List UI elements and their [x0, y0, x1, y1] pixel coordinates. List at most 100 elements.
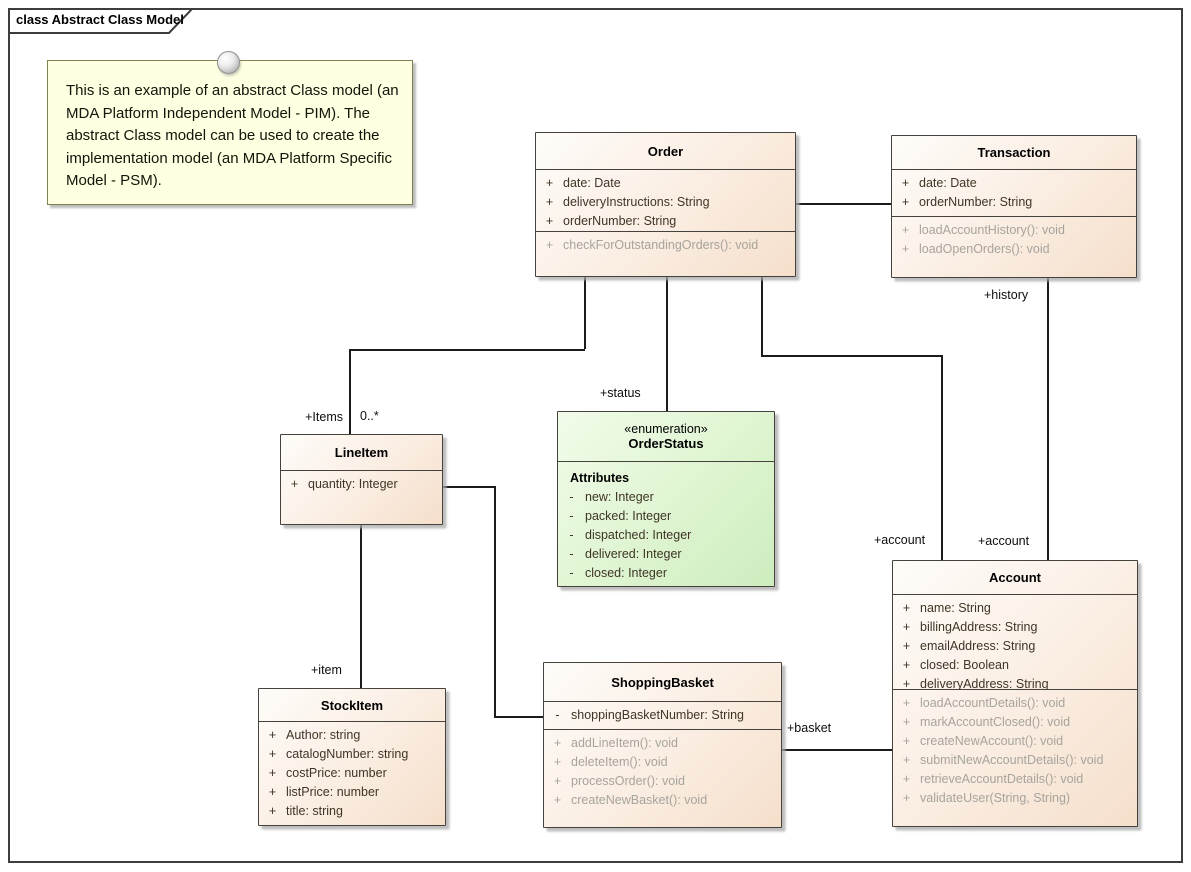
attribute-text: packed: Integer	[585, 509, 672, 523]
operations-compartment: + loadAccountHistory(): void + loadOpenO…	[892, 216, 1136, 277]
visibility: +	[902, 601, 911, 615]
attribute-row: + emailAddress: String	[893, 637, 1137, 656]
visibility: -	[569, 490, 574, 504]
visibility: +	[268, 728, 277, 742]
operation-row: + loadAccountHistory(): void	[892, 221, 1136, 240]
attribute-row: - new: Integer	[558, 488, 774, 507]
frame-tab	[8, 8, 195, 34]
attribute-text: billingAddress: String	[920, 620, 1038, 634]
attribute-row: + orderNumber: String	[536, 212, 795, 231]
visibility: +	[290, 477, 299, 491]
attribute-text: emailAddress: String	[920, 639, 1036, 653]
visibility: -	[569, 566, 574, 580]
operation-text: processOrder(): void	[571, 774, 685, 788]
attribute-row: + quantity: Integer	[281, 475, 442, 494]
operation-row: + addLineItem(): void	[544, 734, 781, 753]
visibility: +	[902, 772, 911, 786]
attribute-row: + billingAddress: String	[893, 618, 1137, 637]
operation-text: loadAccountDetails(): void	[920, 696, 1066, 710]
attribute-text: name: String	[920, 601, 991, 615]
operation-text: markAccountClosed(): void	[920, 715, 1071, 729]
visibility: +	[902, 639, 911, 653]
class-stockitem[interactable]: StockItem + Author: string + catalogNumb…	[258, 688, 446, 826]
attribute-row: + orderNumber: String	[892, 193, 1136, 212]
attribute-text: closed: Boolean	[920, 658, 1009, 672]
attribute-row: + Author: string	[259, 726, 445, 745]
visibility: +	[545, 214, 554, 228]
visibility: +	[545, 176, 554, 190]
visibility: +	[902, 696, 911, 710]
attribute-text: listPrice: number	[286, 785, 380, 799]
attribute-text: orderNumber: String	[563, 214, 677, 228]
visibility: +	[902, 753, 911, 767]
class-transaction[interactable]: Transaction + date: Date + orderNumber: …	[891, 135, 1137, 278]
class-name: StockItem	[320, 697, 384, 713]
attribute-row: - packed: Integer	[558, 507, 774, 526]
operation-row: + processOrder(): void	[544, 772, 781, 791]
attributes-heading: Attributes	[570, 471, 630, 485]
attribute-text: quantity: Integer	[308, 477, 398, 491]
attribute-text: closed: Integer	[585, 566, 667, 580]
visibility: +	[268, 747, 277, 761]
class-account[interactable]: Account + name: String + billingAddress:…	[892, 560, 1138, 827]
attribute-row: - dispatched: Integer	[558, 526, 774, 545]
operation-text: createNewAccount(): void	[920, 734, 1064, 748]
operation-text: retrieveAccountDetails(): void	[920, 772, 1084, 786]
class-name: OrderStatus	[628, 436, 704, 451]
attribute-row: + closed: Boolean	[893, 656, 1137, 675]
attribute-row: + catalogNumber: string	[259, 745, 445, 764]
visibility: -	[569, 528, 574, 542]
attribute-row: + deliveryAddress: String	[893, 675, 1137, 689]
attribute-row: + date: Date	[536, 174, 795, 193]
attributes-compartment: + name: String + billingAddress: String …	[893, 594, 1137, 689]
role-label-basket: +basket	[787, 721, 832, 735]
stereotype-label: «enumeration»	[624, 422, 708, 436]
visibility: +	[902, 620, 911, 634]
visibility: +	[553, 793, 562, 807]
role-label-items: +Items	[305, 410, 343, 424]
visibility: +	[268, 804, 277, 818]
class-order[interactable]: Order + date: Date + deliveryInstruction…	[535, 132, 796, 277]
attribute-text: date: Date	[563, 176, 621, 190]
diagram-frame	[8, 8, 1183, 863]
operation-row: + createNewAccount(): void	[893, 732, 1137, 751]
visibility: +	[902, 734, 911, 748]
pushpin-icon	[217, 51, 240, 74]
attributes-compartment: + Author: string + catalogNumber: string…	[259, 721, 445, 825]
operation-row: + deleteItem(): void	[544, 753, 781, 772]
operation-row: + loadOpenOrders(): void	[892, 240, 1136, 259]
visibility: +	[268, 785, 277, 799]
visibility: +	[553, 774, 562, 788]
role-label-history: +history	[984, 288, 1029, 302]
attribute-row: + name: String	[893, 599, 1137, 618]
visibility: +	[902, 715, 911, 729]
attributes-compartment: Attributes - new: Integer - packed: Inte…	[558, 461, 774, 586]
visibility: +	[901, 195, 910, 209]
visibility: +	[268, 766, 277, 780]
class-name: LineItem	[334, 445, 389, 460]
visibility: +	[545, 238, 554, 252]
operation-text: checkForOutstandingOrders(): void	[563, 238, 759, 252]
class-name: Transaction	[977, 145, 1051, 160]
attribute-text: Author: string	[286, 728, 361, 742]
visibility: +	[901, 242, 910, 256]
class-shoppingbasket[interactable]: ShoppingBasket - shoppingBasketNumber: S…	[543, 662, 782, 828]
class-orderstatus[interactable]: «enumeration» OrderStatus Attributes - n…	[557, 411, 775, 587]
note-element[interactable]: This is an example of an abstract Class …	[47, 60, 413, 205]
visibility: +	[902, 658, 911, 672]
operations-compartment: + addLineItem(): void + deleteItem(): vo…	[544, 729, 781, 827]
operation-row: + checkForOutstandingOrders(): void	[536, 236, 795, 255]
operation-row: + markAccountClosed(): void	[893, 713, 1137, 732]
visibility: +	[901, 223, 910, 237]
attribute-row: + deliveryInstructions: String	[536, 193, 795, 212]
class-lineitem[interactable]: LineItem + quantity: Integer	[280, 434, 443, 525]
attribute-text: orderNumber: String	[919, 195, 1033, 209]
attribute-row: - delivered: Integer	[558, 545, 774, 564]
operation-text: loadOpenOrders(): void	[919, 242, 1050, 256]
class-name: ShoppingBasket	[611, 674, 714, 690]
attribute-text: date: Date	[919, 176, 977, 190]
operation-row: + createNewBasket(): void	[544, 791, 781, 810]
role-label-status: +status	[600, 386, 641, 400]
attribute-row: + date: Date	[892, 174, 1136, 193]
role-label-account-order: +account	[874, 533, 926, 547]
